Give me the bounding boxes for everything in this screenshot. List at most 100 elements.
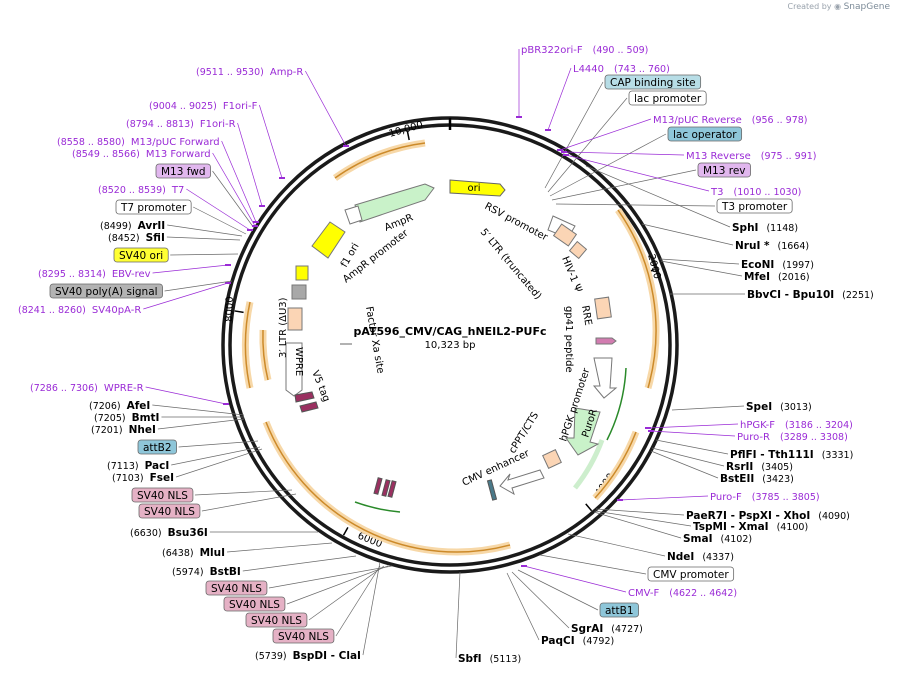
bspdi-annotation[interactable]: (5739)BspDI - ClaI [255,650,361,662]
mfei-annotation[interactable]: MfeI(2016) [744,271,810,283]
hpgk-feature[interactable] [592,357,618,399]
smai-annotation[interactable]: SmaI(4102) [683,533,752,545]
tick-label-4: 8000 [224,296,236,322]
f1orir-annotation[interactable]: (8794 .. 8813)F1ori-R [126,119,236,130]
bbvci-annotation[interactable]: BbvCI - Bpu10I(2251) [747,289,874,301]
l4440-annotation[interactable]: L4440(743 .. 760) [573,64,670,75]
puror-annotation[interactable]: Puro-R(3289 .. 3308) [737,432,848,443]
nls4-annotation[interactable]: SV40 NLS [272,628,335,644]
green-arc-bottom [354,501,401,513]
mlui-annotation[interactable]: (6438)MluI [162,547,225,559]
m13puc_rev-annotation[interactable]: M13/pUC Reverse(956 .. 978) [653,115,808,126]
bsteii-annotation[interactable]: BstEII(3423) [720,473,794,485]
afei-name: AfeI [127,400,151,412]
ebvrev-annotation[interactable]: (8295 .. 8314)EBV-rev [38,269,151,280]
cppt-feature[interactable] [542,449,562,469]
sphi-annotation[interactable]: SphI(1148) [732,222,798,234]
lacop-annotation[interactable]: lac operator [667,126,743,142]
sv40ori-annotation[interactable]: SV40 ori [113,247,169,263]
m13fwdbox-box [155,163,211,179]
afei-annotation[interactable]: (7206)AfeI [89,400,150,412]
attb2-annotation[interactable]: attB2 [137,439,177,455]
nhei-annotation[interactable]: (7201)NheI [91,424,156,436]
bstbi-annotation[interactable]: (5974)BstBI [172,566,241,578]
f1orir-name: F1ori-R [200,119,236,130]
sv40ori-feature[interactable] [295,265,309,281]
sgrai-annotation[interactable]: SgrAI(4727) [571,623,643,635]
rsrii-name: RsrII [726,461,753,473]
cmvenh-feature[interactable] [499,469,545,496]
ori-feature[interactable] [449,179,506,197]
wpre-feature[interactable] [285,342,303,397]
nls6-annotation[interactable]: SV40 NLS [138,503,201,519]
gp41-feature[interactable] [595,337,617,345]
f1orif-annotation[interactable]: (9004 .. 9025)F1ori-F [149,101,258,112]
paci-annotation[interactable]: (7113)PacI [107,460,169,472]
plasmid-size: 10,323 bp [425,340,476,351]
puror-leader [650,430,736,437]
cmvprom-annotation[interactable]: CMV promoter [647,566,735,582]
m13revbox-annotation[interactable]: M13 rev [697,162,751,178]
amprprom-feature[interactable] [344,205,363,225]
snapgene-logo-icon: ◉ [834,2,842,11]
t7-range: (8520 .. 8539) [98,185,166,196]
nls-marks-bottom [373,477,397,498]
nrui-annotation[interactable]: NruI *(1664) [735,240,809,252]
attb1-annotation[interactable]: attB1 [599,602,639,618]
rsrii-annotation[interactable]: RsrII(3405) [726,461,793,473]
cap-annotation[interactable]: CAP binding site [604,74,702,90]
m13rev-annotation[interactable]: M13 Reverse(975 .. 991) [686,151,817,162]
cap-leader [544,81,604,189]
m13fwd-annotation[interactable]: (8549 .. 8566)M13 Forward [72,149,211,160]
avrii-annotation[interactable]: (8499)AvrII [100,220,165,232]
nls1-annotation[interactable]: SV40 NLS [205,580,268,596]
sv40par-annotation[interactable]: (8241 .. 8260)SV40pA-R [18,305,141,316]
m13fwdbox-annotation[interactable]: M13 fwd [155,163,211,179]
sbfi-annotation[interactable]: SbfI(5113) [458,653,521,665]
nls2-annotation[interactable]: SV40 NLS [223,596,286,612]
paqci-annotation[interactable]: PaqCI(4792) [541,635,614,647]
hpgkf-annotation[interactable]: hPGK-F(3186 .. 3204) [740,420,853,431]
ltr3-feature[interactable] [287,307,303,331]
t3-annotation[interactable]: T3(1010 .. 1030) [710,187,801,198]
amprgene-feature[interactable] [354,183,435,223]
t7-annotation[interactable]: (8520 .. 8539)T7 [98,185,184,196]
nls3-annotation[interactable]: SV40 NLS [245,612,308,628]
puro-feature[interactable] [565,407,601,456]
rre-feature[interactable] [594,296,612,320]
ndei-annotation[interactable]: NdeI(4337) [667,551,734,563]
paci-leader [171,446,261,466]
purof-annotation[interactable]: Puro-F(3785 .. 3805) [710,492,820,503]
pflfi-annotation[interactable]: PflFI - Tth111I(3331) [730,449,853,461]
paer7i-annotation[interactable]: PaeR7I - PspXI - XhoI(4090) [686,510,850,522]
bmti-annotation[interactable]: (7205)BmtI [94,412,159,424]
f1ori-feature[interactable] [311,221,346,259]
fsei-name: FseI [150,472,174,484]
spei-annotation[interactable]: SpeI(3013) [746,401,812,413]
lacprom-annotation[interactable]: lac promoter [628,90,707,106]
tspmi-annotation[interactable]: TspMI - XmaI(4100) [693,521,808,533]
sfii-annotation[interactable]: (8452)SfiI [108,232,165,244]
nls5-annotation[interactable]: SV40 NLS [131,487,194,503]
bsu36i-annotation[interactable]: (6630)Bsu36I [130,527,208,539]
mlui-pos: (6438) [162,548,194,559]
v5-feature[interactable] [294,391,315,403]
ampr-annotation[interactable]: (9511 .. 9530)Amp-R [196,67,303,78]
fsei-annotation[interactable]: (7103)FseI [112,472,174,484]
cmvprom-box [647,566,735,582]
t3prom-annotation[interactable]: T3 promoter [716,198,793,214]
pbr322-annotation[interactable]: pBR322ori-F(490 .. 509) [521,45,648,56]
hiv-label: HIV-1 Ψ [559,255,583,294]
sv40poly-feature[interactable] [291,284,307,300]
ltr5-feature[interactable] [552,223,578,247]
econi-annotation[interactable]: EcoNI(1997) [741,259,814,271]
wprer-annotation[interactable]: (7286 .. 7306)WPRE-R [30,383,144,394]
t7prom-annotation[interactable]: T7 promoter [115,199,192,215]
mfei-pos: (2016) [778,272,810,283]
sv40poly-annotation[interactable]: SV40 poly(A) signal [49,283,163,299]
cmvf-annotation[interactable]: CMV-F(4622 .. 4642) [628,588,737,599]
m13pucfwd-annotation[interactable]: (8558 .. 8580)M13/pUC Forward [57,137,220,148]
hpgkf-leader [647,423,739,429]
hiv-feature[interactable] [568,240,588,260]
smai-pos: (4102) [721,534,753,545]
